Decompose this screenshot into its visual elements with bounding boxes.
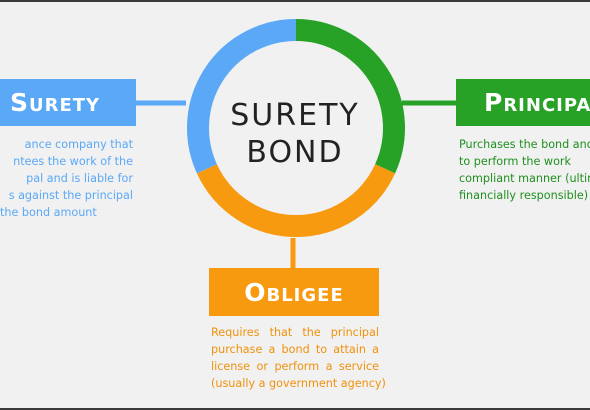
principal-desc-line: Purchases the bond and a	[459, 138, 590, 151]
principal-desc-line: compliant manner (ultim	[459, 172, 590, 185]
surety-title-box: Surety	[0, 79, 136, 126]
ring-segment-obligee	[196, 164, 396, 237]
surety-desc-line: ance company that	[24, 138, 133, 151]
center-label-line2: BOND	[246, 135, 344, 170]
bottom-border	[0, 408, 590, 410]
principal-description: Purchases the bond and a to perform the …	[459, 136, 590, 204]
ring-segment-surety	[187, 19, 297, 174]
obligee-title: Obligee	[244, 277, 344, 307]
top-border	[0, 0, 590, 2]
principal-desc-line: to perform the work	[459, 155, 572, 168]
center-label-line1: SURETY	[230, 98, 360, 133]
surety-desc-line: pal and is liable for	[26, 172, 133, 185]
principal-title: Principal	[484, 88, 590, 117]
surety-desc-line: ntees the work of the	[13, 155, 133, 168]
principal-desc-line: financially responsible)	[459, 189, 589, 202]
obligee-desc-line: license or perform a service	[211, 360, 379, 373]
surety-desc-line: the bond amount	[0, 206, 97, 219]
obligee-desc-line: (usually a government agency)	[211, 377, 386, 390]
surety-desc-line: s against the principal	[8, 189, 133, 202]
obligee-description: Requires that the principal purchase a b…	[211, 324, 386, 392]
obligee-desc-line: purchase a bond to attain a	[211, 343, 379, 356]
obligee-title-box: Obligee	[209, 268, 379, 316]
obligee-desc-line: Requires that the principal	[211, 326, 379, 339]
surety-title: Surety	[10, 88, 101, 117]
principal-title-box: Principal	[456, 79, 590, 126]
surety-description: ance company that ntees the work of the …	[0, 136, 133, 221]
ring-segment-principal	[295, 19, 405, 174]
